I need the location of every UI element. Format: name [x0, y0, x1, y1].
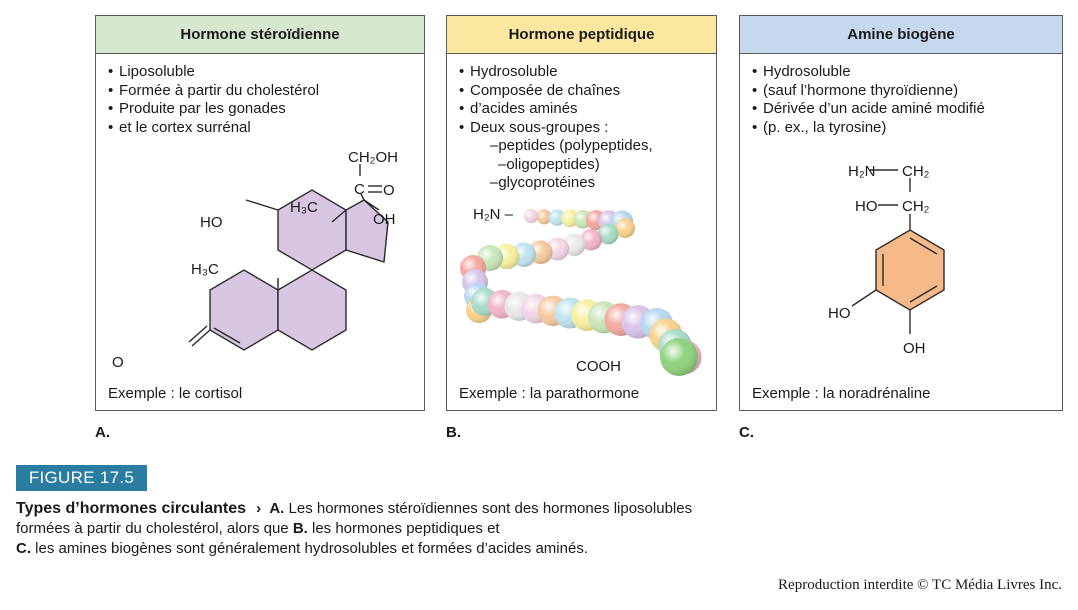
list-item: Hydrosoluble: [459, 63, 708, 82]
peptide-hormone-panel: Hormone peptidique H₂N – COOH Hydrosolub…: [446, 15, 717, 411]
sub-list-item: peptides (polypeptides,: [478, 137, 652, 156]
caption-text-c: les amines biogènes sont généralement hy…: [35, 540, 588, 557]
ring-b: [277, 269, 347, 351]
figure-caption: Types d’hormones circulantes › A. Les ho…: [16, 499, 736, 559]
ch2-top-label: CH₂: [902, 163, 930, 180]
cortisol-structure: CH₂OH C O OH H₃C HO H₃C O: [112, 149, 398, 371]
property-list: Liposoluble Formée à partir du cholestér…: [108, 63, 416, 137]
bead-highlight: [615, 218, 635, 238]
panel-title: Amine biogène: [740, 16, 1062, 54]
panel-title: Hormone stéroïdienne: [96, 16, 424, 54]
ch2oh-label: CH₂OH: [348, 149, 398, 166]
list-item: Formée à partir du cholestérol: [108, 82, 416, 101]
ring-a: [209, 269, 279, 351]
ring-ho-bond: [851, 289, 877, 307]
list-item: Liposoluble: [108, 63, 416, 82]
caption-arrow: ›: [256, 500, 262, 517]
h3c-top-label: H₃C: [290, 199, 318, 216]
inner-bond-1: [909, 237, 938, 255]
list-item-continuation: (p. ex., la tyrosine): [752, 119, 1054, 138]
caption-title: Types d’hormones circulantes: [16, 500, 246, 517]
ring-hydroxyl-label: HO: [828, 305, 851, 322]
property-list: Hydrosoluble Composée de chaînes d’acide…: [459, 63, 708, 137]
bead-highlight: [597, 223, 619, 245]
panel-letter-b: B.: [446, 424, 461, 441]
list-item-continuation: et le cortex surrénal: [108, 119, 416, 138]
sub-list-item-continuation: oligopeptides): [478, 156, 653, 175]
oh-right-label: OH: [373, 211, 396, 228]
list-item-continuation: (sauf l’hormone thyroïdienne): [752, 82, 1054, 101]
steroid-hormone-panel: Hormone stéroïdienne Liposoluble Formée …: [95, 15, 425, 411]
carbonyl-bond-2: [188, 325, 208, 343]
bead-highlight: [524, 209, 538, 223]
caption-part-a: A.: [269, 500, 285, 517]
bead-highlight: [580, 228, 602, 251]
h3c-mid-label: H₃C: [191, 261, 219, 278]
caption-text-a: Les hormones stéroïdiennes sont des horm…: [16, 500, 693, 537]
example-text: Exemple : la parathormone: [459, 385, 640, 402]
carbonyl-c-label: C: [354, 181, 365, 198]
list-item: Composée de chaînes: [459, 82, 708, 101]
panel-letter-a: A.: [95, 424, 110, 441]
ketone-o-label: O: [112, 354, 124, 371]
caption-part-b: B.: [292, 520, 308, 537]
double-bond-a: [213, 327, 241, 344]
peptide-chain-illustration: H₂N – COOH: [460, 206, 702, 376]
benzene-ring: [875, 229, 945, 311]
sub-list-item: glycoprotéines: [478, 174, 653, 193]
list-item: Dérivée d’un acide aminé modifié: [752, 100, 1054, 119]
bead-highlight: [536, 209, 552, 225]
copyright-notice: Reproduction interdite © TC Média Livres…: [778, 577, 1062, 593]
ch2-mid-label: CH₂: [902, 198, 930, 215]
noradrenaline-structure: H₂N CH₂ HO CH₂ HO OH: [828, 163, 945, 357]
bead-highlight: [660, 338, 698, 376]
amino-terminus-label: H₂N –: [473, 206, 514, 223]
list-item: Deux sous-groupes :: [459, 119, 708, 138]
panel-title: Hormone peptidique: [447, 16, 716, 54]
caption-text-b: les hormones peptidiques et: [311, 520, 500, 537]
carbonyl-o-label: O: [383, 182, 395, 199]
side-chain-bond: [360, 193, 365, 201]
amine-label: H₂N: [848, 163, 876, 180]
panel-letter-c: C.: [739, 424, 754, 441]
ho-bond: [245, 199, 279, 211]
figure-label: FIGURE 17.5: [16, 465, 147, 491]
biogenic-amine-panel: Amine biogène Hydrosoluble (sauf l’hormo…: [739, 15, 1063, 411]
sub-list: peptides (polypeptides, oligopeptides) g…: [470, 137, 653, 193]
ho-label: HO: [200, 214, 223, 231]
hydroxyl-chain-label: HO: [855, 198, 878, 215]
example-text: Exemple : la noradrénaline: [752, 385, 931, 402]
inner-bond-2: [909, 285, 938, 303]
caption-part-c: C.: [16, 540, 31, 557]
list-item: Hydrosoluble: [752, 63, 1054, 82]
list-item: Produite par les gonades: [108, 100, 416, 119]
property-list: Hydrosoluble (sauf l’hormone thyroïdienn…: [752, 63, 1054, 137]
bottom-hydroxyl-label: OH: [903, 340, 926, 357]
ring-d: [345, 199, 389, 263]
example-text: Exemple : le cortisol: [108, 385, 243, 402]
carbonyl-bond: [191, 329, 211, 347]
list-item-continuation: d’acides aminés: [459, 100, 708, 119]
methyl-bond-top: [331, 209, 347, 223]
carboxyl-terminus-label: COOH: [576, 358, 621, 375]
amino-acid-beads: [460, 209, 702, 376]
bead-highlight: [548, 209, 566, 226]
oh-bond: [363, 199, 380, 211]
